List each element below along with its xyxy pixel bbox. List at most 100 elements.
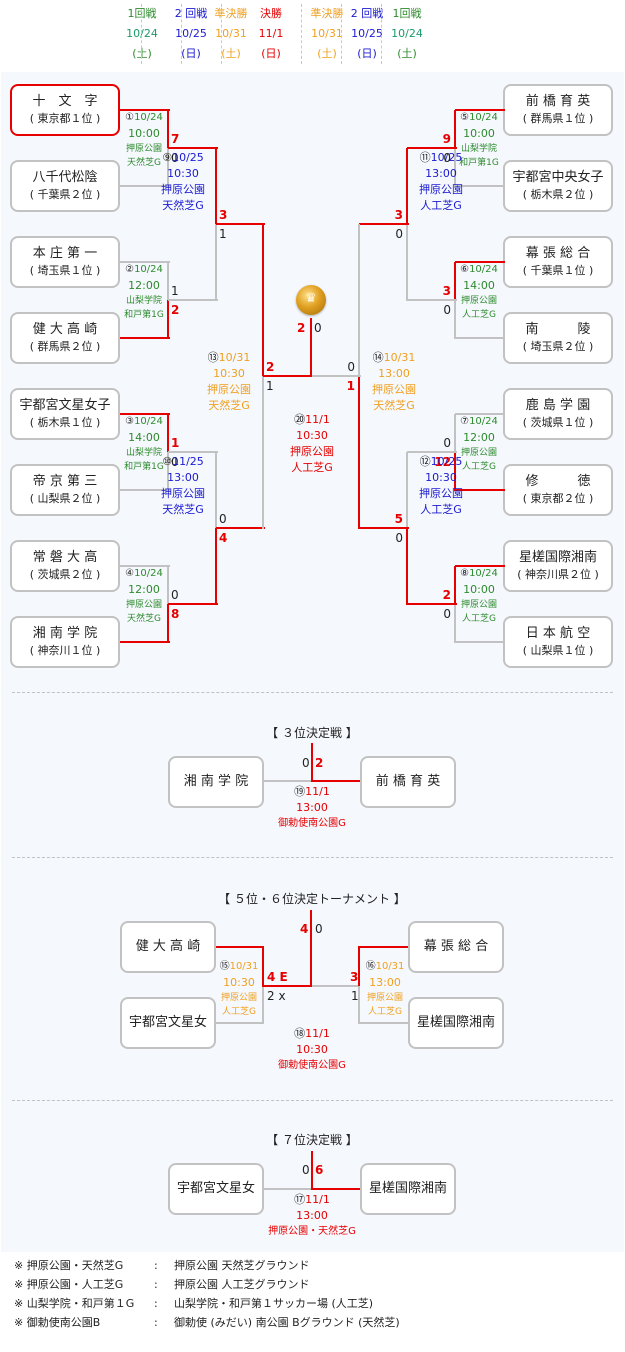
team-name: 星槎国際湘南 [518,550,597,565]
team-left-7[interactable]: 常 磐 大 高( 茨城県２位 ) [10,540,120,592]
match-time: 10:00 [463,127,495,140]
match-number: ⑱ [294,1027,306,1040]
team-left-5[interactable]: 宇都宮文星女子( 栃木県１位 ) [10,388,120,440]
note-value: 押原公園 人工芝グラウンド [174,1278,310,1291]
fifth-team-left-bottom[interactable]: 宇都宮文星女 [120,997,216,1049]
team-left-6[interactable]: 帝 京 第 三( 山梨県２位 ) [10,464,120,516]
seventh-team-right[interactable]: 星槎国際湘南 [360,1163,456,1215]
bracket-line [167,566,169,605]
seventh-team-left[interactable]: 宇都宮文星女 [168,1163,264,1215]
divider [181,4,182,64]
round-day: (土) [132,47,152,60]
fifth-team-left-top[interactable]: 健 大 高 崎 [120,921,216,973]
bracket-line-winner [310,910,312,987]
team-left-1[interactable]: 十 文 字( 東京都１位 ) [10,84,120,136]
match-venue: 山梨学院 [125,448,162,458]
team-name: 帝 京 第 三 [32,474,98,489]
team-left-4[interactable]: 健 大 高 崎( 群馬県２位 ) [10,312,120,364]
match-date: 11/1 [305,1027,330,1040]
match-date: 10/24 [469,112,498,123]
bracket-line [216,1022,264,1024]
score: 0 [443,303,451,317]
team-name: 宇都宮文星女 [128,1015,207,1030]
team-right-3[interactable]: 幕 張 総 合( 千葉県１位 ) [503,236,613,288]
team-left-8[interactable]: 湘 南 学 院( 神奈川１位 ) [10,616,120,668]
bracket-line-winner [120,109,170,111]
bracket-line-winner [406,148,408,225]
team-right-8[interactable]: 日 本 航 空( 山梨県１位 ) [503,616,613,668]
team-left-2[interactable]: 八千代松陰( 千葉県２位 ) [10,160,120,212]
round-date: 10/24 [391,27,423,40]
team-name: 幕 張 総 合 [525,246,591,261]
match-time: 12:00 [463,431,495,444]
team-prefecture: ( 埼玉県１位 ) [29,264,101,277]
team-right-2[interactable]: 宇都宮中央女子( 栃木県２位 ) [503,160,613,212]
score: 4 [219,531,228,545]
team-prefecture: ( 千葉県２位 ) [29,188,101,201]
match-date: 10/25 [430,151,463,164]
match-number: ④ [125,568,135,579]
bracket-line [215,224,217,301]
note-row: ※ 押原公園・天然芝G:押原公園 天然芝グラウンド [14,1256,400,1275]
round-date: 10/31 [215,27,247,40]
score: 2 [266,360,275,374]
score-left: 0 [302,1163,310,1177]
bracket-line-winner [216,223,265,225]
note-value: 押原公園 天然芝グラウンド [174,1259,310,1272]
match-info-16: ⑯10/31 13:00 押原公園 人工芝G [360,958,410,1019]
bracket-line-winner [311,780,360,782]
bracket-line [167,452,169,491]
team-right-5[interactable]: 鹿 島 学 園( 茨城県１位 ) [503,388,613,440]
match-venue: 人工芝G [420,503,462,516]
team-right-4[interactable]: 南 陵( 埼玉県２位 ) [503,312,613,364]
team-right-1[interactable]: 前 橋 育 英( 群馬県１位 ) [503,84,613,136]
match-number: ⑰ [294,1193,306,1206]
note-value: 山梨学院・和戸第１サッカー場 (人工芝) [174,1297,374,1310]
divider [221,4,222,64]
round-day: (土) [397,47,417,60]
team-name: 健 大 高 崎 [135,939,201,954]
match-date: 10/24 [134,264,163,275]
match-venue: 山梨学院 [460,144,497,154]
team-right-6[interactable]: 修 徳( 東京都２位 ) [503,464,613,516]
team-left-3[interactable]: 本 庄 第 一( 埼玉県１位 ) [10,236,120,288]
bracket-line-winner [216,527,265,529]
match-venue: 押原公園 [207,383,251,396]
round-label: 2 回戦 [174,7,208,20]
match-number: ⑧ [460,568,470,579]
fifth-team-right-bottom[interactable]: 星槎国際湘南 [408,997,504,1049]
third-place-team-right[interactable]: 前 橋 育 英 [360,756,456,808]
match-date: 10/24 [469,416,498,427]
match-time: 14:00 [128,431,160,444]
score: 5 [394,512,403,526]
match-venue: 御勅使南公園G [278,818,346,829]
score: 12 [434,455,451,469]
match-time: 13:00 [296,801,328,814]
bracket-line-winner [454,110,456,149]
team-right-7[interactable]: 星槎国際湘南( 神奈川県２位 ) [503,540,613,592]
bracket-line [120,565,170,567]
third-place-team-left[interactable]: 湘 南 学 院 [168,756,264,808]
score: 1 [219,227,227,241]
round-label: 2 回戦 [350,7,384,20]
score: 1 [171,284,179,298]
match-time: 13:00 [296,1209,328,1222]
bracket-line-winner [263,375,313,377]
match-number: ⑥ [460,264,470,275]
score: 3 [442,284,451,298]
bracket-line [312,985,360,987]
match-number: ⑳ [294,413,306,426]
score: 0 [395,227,403,241]
bracket-line-winner [120,413,170,415]
match-time: 10:00 [463,583,495,596]
team-prefecture: ( 東京都１位 ) [29,112,101,125]
fifth-team-right-top[interactable]: 幕 張 総 合 [408,921,504,973]
bracket-line-winner [215,528,217,605]
match-date: 10/24 [134,416,163,427]
